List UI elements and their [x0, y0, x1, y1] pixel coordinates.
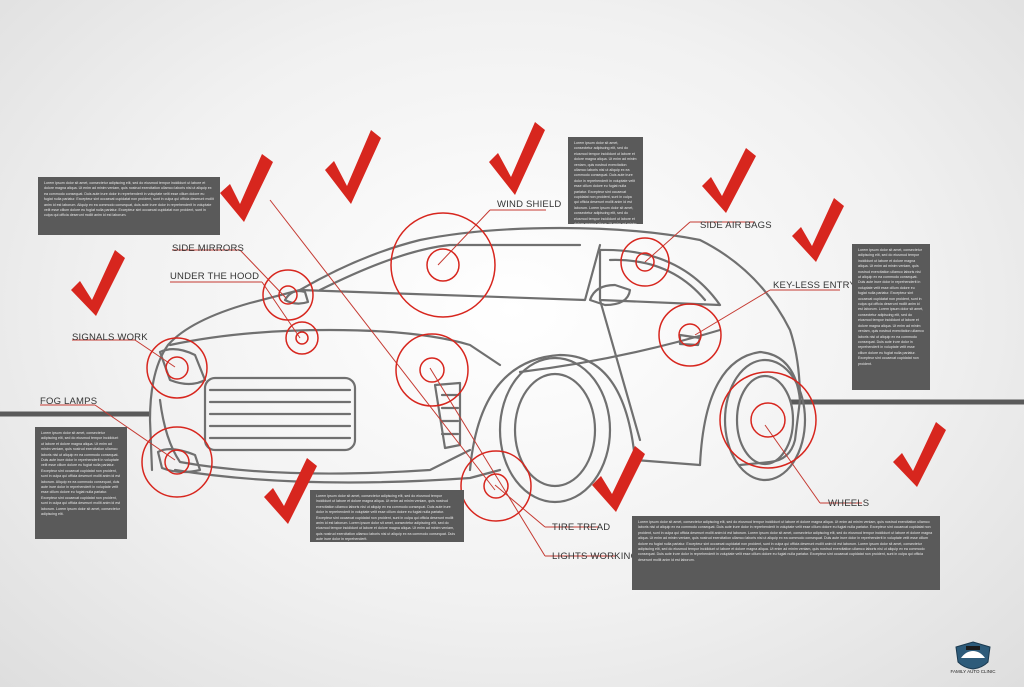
- check-mark-icon: [71, 250, 125, 316]
- circle-tire-tread: [460, 450, 532, 522]
- label-side-mirrors: SIDE MIRRORS: [172, 243, 245, 254]
- check-mark-icon: [893, 422, 946, 487]
- circle-lights-working: [395, 333, 469, 407]
- label-fog-lamps: FOG LAMPS: [40, 396, 98, 407]
- circle-fog-lamps: [141, 426, 213, 498]
- check-mark-icon: [264, 458, 317, 524]
- label-side-air-bags: SIDE AIR BAGS: [700, 220, 772, 231]
- circle-wind-shield: [390, 212, 496, 318]
- logo-text: FAMILY AUTO CLINIC: [950, 669, 996, 674]
- label-under-the-hood: UNDER THE HOOD: [170, 271, 260, 282]
- horizon-line: [0, 399, 1024, 417]
- label-wind-shield: WIND SHIELD: [497, 199, 562, 210]
- highlight-circles: [141, 212, 817, 522]
- label-tire-tread: TIRE TREAD: [552, 522, 611, 533]
- circle-wheels: [719, 371, 817, 469]
- text-box-bottom-center: Lorem ipsum dolor sit amet, consectetur …: [310, 490, 464, 542]
- label-key-less-entry: KEY-LESS ENTRY: [773, 280, 857, 291]
- check-mark-icon: [792, 198, 844, 262]
- circle-side-air-bags: [620, 237, 670, 287]
- check-marks: [71, 122, 946, 524]
- text-box-top-center: Lorem ipsum dolor sit amet, consectetur …: [568, 137, 643, 224]
- check-mark-icon: [489, 122, 545, 195]
- callout-lines: [40, 199, 862, 557]
- shield-car-logo-icon: [955, 641, 991, 670]
- circle-signals-work: [146, 337, 208, 399]
- label-lights-working: LIGHTS WORKING: [552, 551, 639, 562]
- circle-under-the-hood: [285, 321, 319, 355]
- car-outline: [148, 226, 807, 504]
- text-box-right: Lorem ipsum dolor sit amet, consectetur …: [852, 244, 930, 390]
- check-mark-icon: [702, 148, 756, 213]
- logo: FAMILY AUTO CLINIC: [946, 640, 1000, 680]
- text-box-bottom-right: Lorem ipsum dolor sit amet, consectetur …: [632, 516, 940, 590]
- check-mark-icon: [592, 446, 645, 512]
- label-wheels: WHEELS: [828, 498, 870, 509]
- check-mark-icon: [325, 130, 381, 204]
- text-box-left: Lorem ipsum dolor sit amet, consectetur …: [35, 427, 127, 539]
- label-signals-work: SIGNALS WORK: [72, 332, 148, 343]
- text-box-top-left: Lorem ipsum dolor sit amet, consectetur …: [38, 177, 220, 235]
- circle-side-mirrors: [262, 269, 314, 321]
- circle-key-less-entry: [658, 303, 722, 367]
- check-mark-icon: [220, 154, 273, 222]
